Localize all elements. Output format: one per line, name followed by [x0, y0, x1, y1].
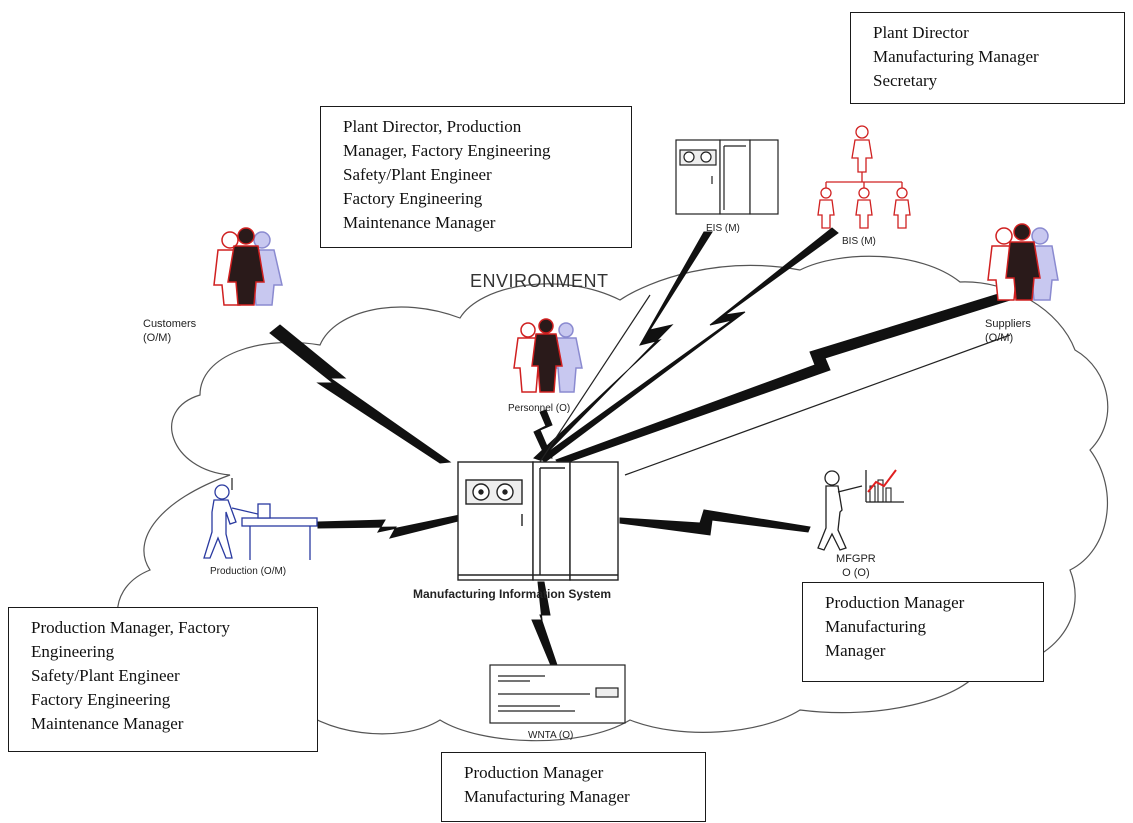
- connector-lines: [269, 227, 1011, 669]
- box-line: Secretary: [873, 71, 938, 90]
- suppliers-people-icon: [987, 223, 1059, 301]
- box-line: Production Manager: [825, 593, 965, 612]
- box-top-center: Plant Director, Production Manager, Fact…: [320, 106, 632, 248]
- mfgpr-presenter-icon: [817, 469, 904, 551]
- eis-connector: [533, 231, 713, 461]
- box-line: Maintenance Manager: [343, 213, 496, 232]
- suppliers-label: Suppliers (O/M): [985, 317, 1031, 345]
- production-label: Production (O/M): [210, 566, 287, 577]
- box-line: Engineering: [31, 642, 115, 661]
- box-line: Factory Engineering: [343, 189, 483, 208]
- wnta-document-icon: [489, 664, 626, 724]
- box-bottom-center: Production Manager Manufacturing Manager: [441, 752, 706, 822]
- mfgpr-label-line1: MFGPR: [836, 553, 876, 565]
- box-bottom-right: Production Manager Manufacturing Manager: [802, 582, 1044, 682]
- mainframe-computer-icon: [457, 461, 619, 581]
- box-line: Manufacturing Manager: [873, 47, 1039, 66]
- mfgpr-connector: [619, 509, 811, 536]
- thin-connectors: [231, 294, 1011, 490]
- box-line: Production Manager: [464, 763, 604, 782]
- mfgpr-label: MFGPR O (O): [836, 552, 876, 580]
- central-system-label: Manufacturing Information System: [413, 587, 612, 601]
- eis-cabinet-icon: [675, 139, 779, 215]
- box-line: Manager, Factory Engineering: [343, 141, 551, 160]
- production-worker-icon: [203, 484, 318, 560]
- suppliers-connector: [555, 291, 1011, 466]
- box-line: Plant Director, Production: [343, 117, 522, 136]
- box-line: Manufacturing Manager: [464, 787, 630, 806]
- suppliers-label-line1: Suppliers: [985, 318, 1031, 330]
- personnel-label: Personnel (O): [508, 403, 571, 414]
- bis-org-chart-icon: [817, 125, 911, 229]
- box-line: Manager: [825, 641, 886, 660]
- suppliers-thin-line: [624, 334, 1011, 476]
- bis-label: BIS (M): [842, 236, 876, 247]
- box-line: Maintenance Manager: [31, 714, 184, 733]
- box-line: Safety/Plant Engineer: [31, 666, 180, 685]
- environment-label: ENVIRONMENT: [470, 271, 609, 291]
- bis-connector: [539, 227, 839, 463]
- customers-label-line2: (O/M): [143, 332, 172, 344]
- personnel-people-icon: [513, 318, 583, 393]
- wnta-label: WNTA (O): [528, 730, 574, 741]
- eis-label: EIS (M): [706, 223, 740, 234]
- suppliers-label-line2: (O/M): [985, 332, 1014, 344]
- box-line: Safety/Plant Engineer: [343, 165, 492, 184]
- box-line: Plant Director: [873, 23, 969, 42]
- box-line: Factory Engineering: [31, 690, 171, 709]
- box-line: Production Manager, Factory: [31, 618, 231, 637]
- customers-people-icon: [213, 227, 283, 306]
- production-connector: [317, 514, 463, 539]
- box-top-right: Plant Director Manufacturing Manager Sec…: [850, 12, 1125, 104]
- box-bottom-left: Production Manager, Factory Engineering …: [8, 607, 318, 752]
- mfgpr-label-line2: O (O): [842, 567, 870, 579]
- box-line: Manufacturing: [825, 617, 927, 636]
- customers-connector: [269, 324, 452, 464]
- environment-pointer-line: [539, 294, 651, 463]
- customers-label-line1: Customers: [143, 318, 197, 330]
- customers-label: Customers (O/M): [143, 317, 196, 345]
